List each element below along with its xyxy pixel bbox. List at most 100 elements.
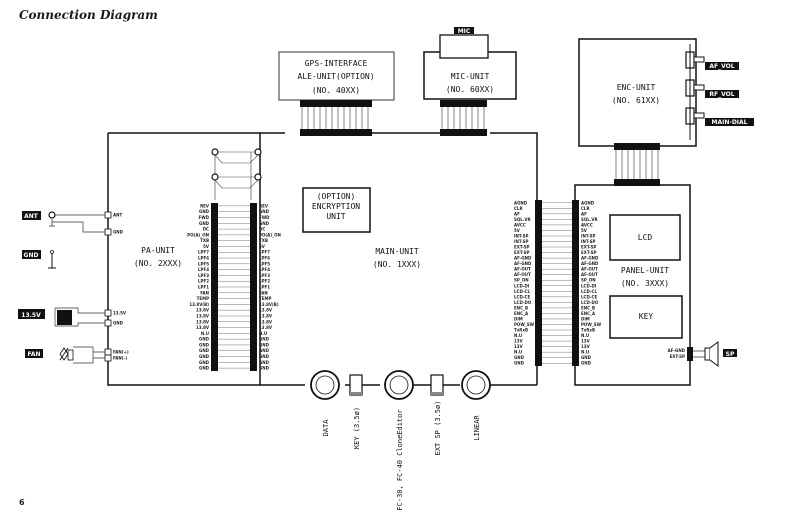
- pa-pin: [104, 228, 112, 236]
- main-panel-pin-label: 5V: [581, 228, 588, 233]
- speaker-icon: [704, 347, 711, 361]
- main-panel-pin-label: AF-GND: [581, 256, 599, 261]
- gnd-text: GND: [24, 252, 39, 259]
- ant-tag: [22, 211, 41, 220]
- pa-main-pin-label: GND: [199, 337, 210, 342]
- main-panel-pin-label: N.U: [514, 333, 522, 338]
- main-panel-pin-label: CLR: [514, 206, 523, 211]
- fan-text: FAN: [27, 351, 40, 358]
- control-label: RF_VOL: [709, 91, 734, 98]
- pa-main-pin-label: 13.8V(B): [259, 302, 279, 307]
- pa-main-pin-label: N.U: [259, 331, 267, 336]
- main-panel-pin-label: SP_ON: [514, 278, 529, 283]
- pa-main-pin-label: LPF4: [198, 267, 209, 272]
- main-panel-pin-label: GND: [514, 355, 525, 360]
- power-tag: [18, 309, 45, 319]
- pa-main-pin-label: LPF6: [198, 256, 209, 261]
- pa-main-pin-label: GND: [199, 360, 210, 365]
- main-panel-pin-label: 13V: [514, 344, 524, 349]
- main-panel-pin-label: LCD-DO: [581, 300, 599, 305]
- pa-main-pin-label: 5V: [259, 244, 266, 249]
- pa-main-pin-label: 13.8V: [196, 325, 210, 330]
- main-panel-pin-label: AF: [514, 211, 520, 216]
- main-panel-pin-label: EXT-SP: [514, 245, 529, 250]
- pa-main-pin-label: LPF3: [259, 273, 270, 278]
- main-panel-pin-label: DIM: [514, 316, 523, 321]
- main-panel-pin-label: SQL.VR: [514, 217, 531, 222]
- gps-connector-bottom: [300, 129, 372, 136]
- main-panel-pin-label: EXT-SP: [514, 250, 529, 255]
- speaker-connector: [687, 347, 693, 361]
- control-tag: [705, 90, 739, 98]
- page-number: 6: [19, 498, 25, 507]
- pa-main-pin-label: GND: [199, 348, 210, 353]
- main-panel-pin-label: ENC_B: [581, 305, 595, 310]
- rear-connector-label: KEY (3.5ø): [353, 407, 361, 449]
- main-panel-pin-label: LCD-CE: [514, 294, 530, 299]
- gps-connector-top: [300, 100, 372, 107]
- pa-main-pin-label: FWD: [199, 215, 210, 220]
- main-panel-pin-label: ENC_A: [581, 311, 596, 316]
- knob-shaft-icon: [693, 56, 705, 63]
- main-panel-pin-label: N.U: [514, 350, 522, 355]
- rear-connector: EXT SP (3.5ø): [430, 374, 444, 455]
- pa-main-pin-label: LPF4: [259, 267, 270, 272]
- pa-main-pin-label: FAN: [259, 290, 268, 295]
- main-panel-pin-label: LCD-CL: [514, 289, 530, 294]
- pa-pin: [104, 348, 112, 356]
- control-label: AF_VOL: [709, 63, 734, 70]
- main-panel-pin-label: AF-GND: [514, 261, 532, 266]
- pa-main-pin-label: 13.8V: [259, 325, 273, 330]
- main-panel-pin-label: ENC_A: [514, 311, 529, 316]
- pa-main-pin-label: FWD: [259, 215, 270, 220]
- pa-main-pin-label: LPF7: [198, 250, 209, 255]
- control-label: MAIN-DIAL: [711, 119, 747, 126]
- mic-tag-text: MIC: [458, 28, 471, 35]
- gps-unit-box: [278, 51, 395, 101]
- pa-main-pin-label: LPF5: [198, 261, 209, 266]
- pa-main-pin-label: 13.8V: [259, 308, 273, 313]
- main-panel-pin-label: LCD-DI: [581, 283, 597, 288]
- power-text: 13.5V: [21, 312, 41, 319]
- pa-pin: [104, 309, 112, 317]
- main-panel-pin-label: N.U: [581, 350, 589, 355]
- pa-main-pin-label: GND: [259, 209, 270, 214]
- fan-icon: [59, 347, 69, 361]
- main-panel-pin-label: AF-GND: [581, 261, 599, 266]
- pa-pin-label: GND: [113, 321, 124, 326]
- main-panel-pin-label: EXT-SP: [581, 245, 596, 250]
- pa-main-pin-label: LPF2: [259, 279, 270, 284]
- pa-main-pin-label: GND: [259, 348, 270, 353]
- main-panel-pin-label: POW_SW: [581, 322, 602, 327]
- pa-main-pin-label: GND: [199, 221, 210, 226]
- main-panel-pin-label: GND: [581, 355, 592, 360]
- main-frame-left: [259, 133, 305, 386]
- main-panel-pin-label: SP_ON: [581, 278, 596, 283]
- mic-label-2: (NO. 60XX): [446, 85, 494, 94]
- encryption-label-1: (OPTION): [317, 192, 356, 201]
- enc-connector-bottom: [614, 179, 660, 186]
- pa-main-pin-label: GND: [199, 354, 210, 359]
- din-connector-icon: [384, 370, 414, 400]
- rear-connector-label: DATA: [322, 419, 330, 437]
- mic-connector-bottom: [440, 129, 487, 136]
- pa-main-connector-right: [250, 203, 257, 371]
- pa-main-pin-label: LPF2: [198, 279, 209, 284]
- enc-label-1: ENC-UNIT: [617, 83, 656, 92]
- enc-label-2: (NO. 61XX): [612, 96, 660, 105]
- sp-tag: [723, 349, 737, 357]
- key-box: [609, 295, 683, 339]
- lcd-label: LCD: [638, 233, 653, 242]
- rear-connector-label: FC-30, FC-40 CloneEditor: [396, 409, 404, 510]
- main-panel-pin-label: ENC_B: [514, 305, 528, 310]
- pa-main-pin-label: GND: [259, 354, 270, 359]
- pa-pin-label: 13.5V: [113, 311, 127, 316]
- main-panel-pin-label: AF-GND: [514, 256, 532, 261]
- main-panel-pin-label: INT-SP: [514, 233, 529, 238]
- main-panel-connector-left: [535, 200, 542, 366]
- gps-label-2: ALE-UNIT(OPTION): [297, 72, 374, 81]
- main-label-1: MAIN-UNIT: [375, 247, 419, 256]
- rear-connector: LINEAR: [461, 370, 491, 441]
- din-connector-icon: [310, 370, 340, 400]
- main-panel-pin-label: 5V: [514, 228, 521, 233]
